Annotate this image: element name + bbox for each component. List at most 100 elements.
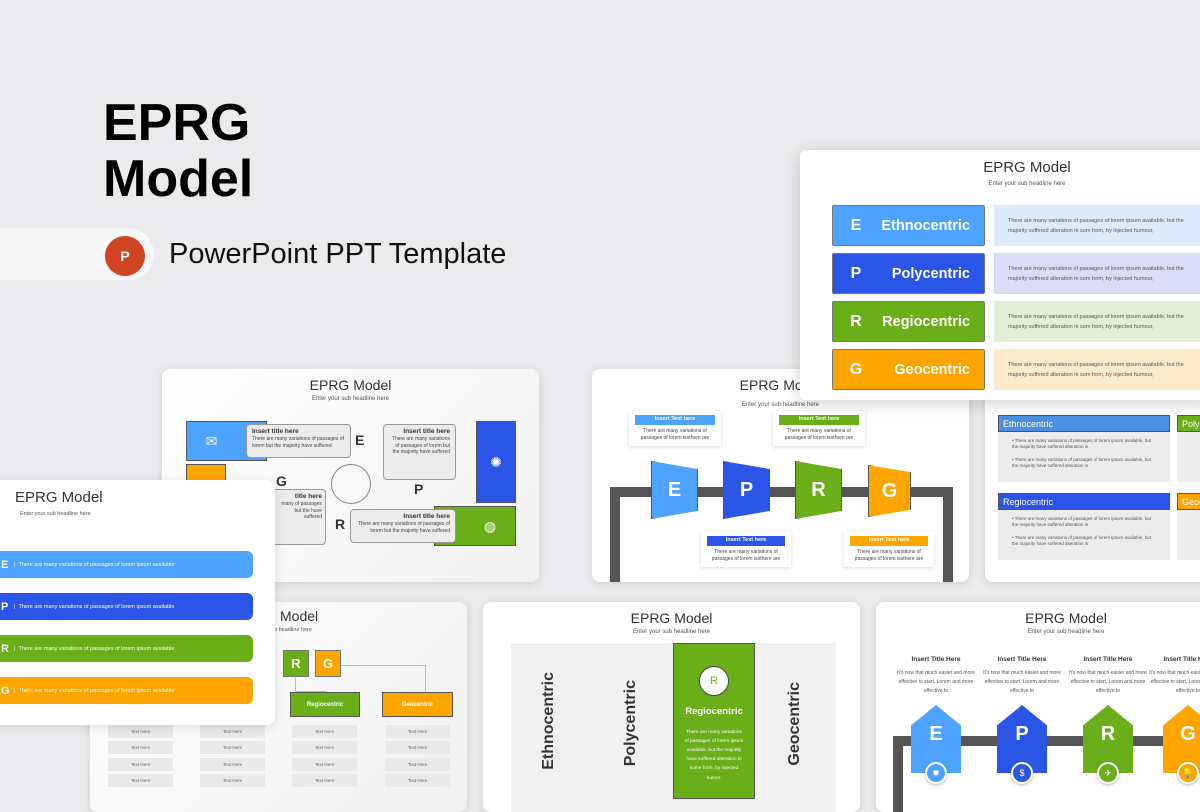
list-header-regiocentric: Regiocentric (998, 493, 1170, 510)
pentagon-icon: 💡 (1177, 762, 1199, 784)
org-cell: Text Here (200, 741, 265, 754)
slide-subtitle: Enter your sub headline here (1027, 629, 1105, 635)
org-cell: Text Here (108, 741, 173, 754)
org-box-r: R (283, 650, 309, 677)
slide-title: EPRG Model (1025, 610, 1107, 626)
list-header-polycentric: Poly (1177, 415, 1200, 432)
bar-row-r: R| There are many variations of passages… (0, 635, 253, 662)
column-polycentric: Polycentric (622, 680, 639, 767)
slide-pentagons[interactable]: EPRG Model Enter your sub headline here … (876, 602, 1200, 812)
hero-title: EPRG Model (103, 95, 253, 207)
mail-icon: ✉ (205, 432, 218, 449)
pentagon-icon: ✹ (925, 762, 947, 784)
org-cell: Text Here (108, 725, 173, 738)
org-cell: Text Here (385, 725, 450, 738)
org-cell: Text Here (385, 741, 450, 754)
globe-icon: ◍ (483, 517, 497, 534)
track-left (610, 487, 620, 582)
hero-title-line2: Model (103, 150, 254, 208)
arrow-block-g: G (868, 465, 911, 517)
slide-lists[interactable]: Ethnocentric • There are many variations… (985, 369, 1200, 582)
slide-subtitle: Enter your sub headline here (988, 181, 1066, 187)
column-geocentric: Geocentric (786, 682, 803, 766)
arrow-block-p: P (723, 461, 770, 519)
type-desc: There are many variations of passages of… (994, 349, 1200, 390)
letter-r: R (335, 516, 346, 532)
slide-subtitle: Enter your sub headline here (20, 511, 91, 517)
circle-r: R (699, 666, 729, 696)
column-title: Regiocentric (685, 706, 743, 717)
column-regiocentric-active: R Regiocentric There are many variations… (673, 643, 755, 799)
track-bar (610, 487, 953, 497)
slide-title: EPRG Model (983, 159, 1071, 176)
slide-arrows[interactable]: EPRG Model Enter your sub headline here … (592, 369, 969, 582)
powerpoint-icon: P (105, 236, 145, 276)
slide-subtitle: Enter your sub headline here (741, 402, 820, 408)
slide-title: EPRG Model (630, 610, 713, 626)
letter-p: P (414, 481, 424, 497)
slide-title: Model (280, 608, 319, 624)
arrow-block-r: R (795, 461, 842, 519)
arrow-block-e: E (651, 461, 698, 519)
org-cell: Text Here (108, 774, 173, 787)
slide-table[interactable]: EPRG Model Enter your sub headline here … (800, 150, 1200, 400)
org-cell: Text Here (108, 758, 173, 771)
org-cell: Text Here (292, 725, 357, 738)
org-label-regiocentric: Regiocentric (290, 692, 360, 717)
list-body (1177, 432, 1200, 482)
track-right (943, 487, 953, 582)
slide-title: EPRG Model (15, 489, 103, 506)
slide-puzzle[interactable]: EPRG Model Enter your sub headline here … (162, 369, 539, 582)
list-body: • There are many variations of passages … (998, 432, 1170, 482)
list-header-geocentric: Geoc (1177, 493, 1200, 510)
column-ethnocentric: Ethnocentric (540, 672, 557, 770)
slide-bars[interactable]: EPRG Model Enter your sub headline here … (0, 480, 275, 725)
list-header-ethnocentric: Ethnocentric (998, 415, 1170, 432)
hero-title-line1: EPRG (103, 94, 251, 152)
pentagon-icon: $ (1011, 762, 1033, 784)
org-label-geocentric: Geocentric (382, 692, 453, 717)
org-cell: Text Here (200, 774, 265, 787)
slide-title: EPRG Model (309, 377, 392, 393)
hero-subtitle: PowerPoint PPT Template (169, 238, 507, 270)
connector (295, 677, 326, 692)
type-desc: There are many variations of passages of… (994, 301, 1200, 342)
bar-row-p: P| There are many variations of passages… (0, 593, 253, 620)
puzzle-piece-p: ✺ (476, 421, 516, 503)
bar-row-g: G| There are many variations of passages… (0, 677, 253, 704)
list-body (1177, 510, 1200, 560)
list-body: • There are many variations of passages … (998, 510, 1170, 560)
gear-icon: ✺ (490, 453, 502, 470)
slide-columns[interactable]: EPRG Model Enter your sub headline here … (483, 602, 860, 812)
track-left (893, 736, 903, 812)
org-cell: Text Here (292, 741, 357, 754)
column-text: There are many variations of passages of… (684, 730, 744, 781)
slide-subtitle: Enter your sub headline here (632, 629, 711, 635)
org-cell: Text Here (292, 774, 357, 787)
slide-subtitle: b headline here (274, 627, 312, 633)
connector (341, 665, 426, 693)
org-cell: Text Here (292, 758, 357, 771)
pentagon-icon: ✈ (1097, 762, 1119, 784)
type-desc: There are many variations of passages of… (994, 253, 1200, 294)
slide-subtitle: Enter your sub headline here (311, 396, 390, 402)
org-cell: Text Here (385, 774, 450, 787)
org-cell: Text Here (200, 725, 265, 738)
org-cell: Text Here (385, 758, 450, 771)
center-circle (331, 464, 371, 504)
bar-row-e: E| There are many variations of passages… (0, 551, 253, 578)
org-box-g: G (315, 650, 341, 677)
